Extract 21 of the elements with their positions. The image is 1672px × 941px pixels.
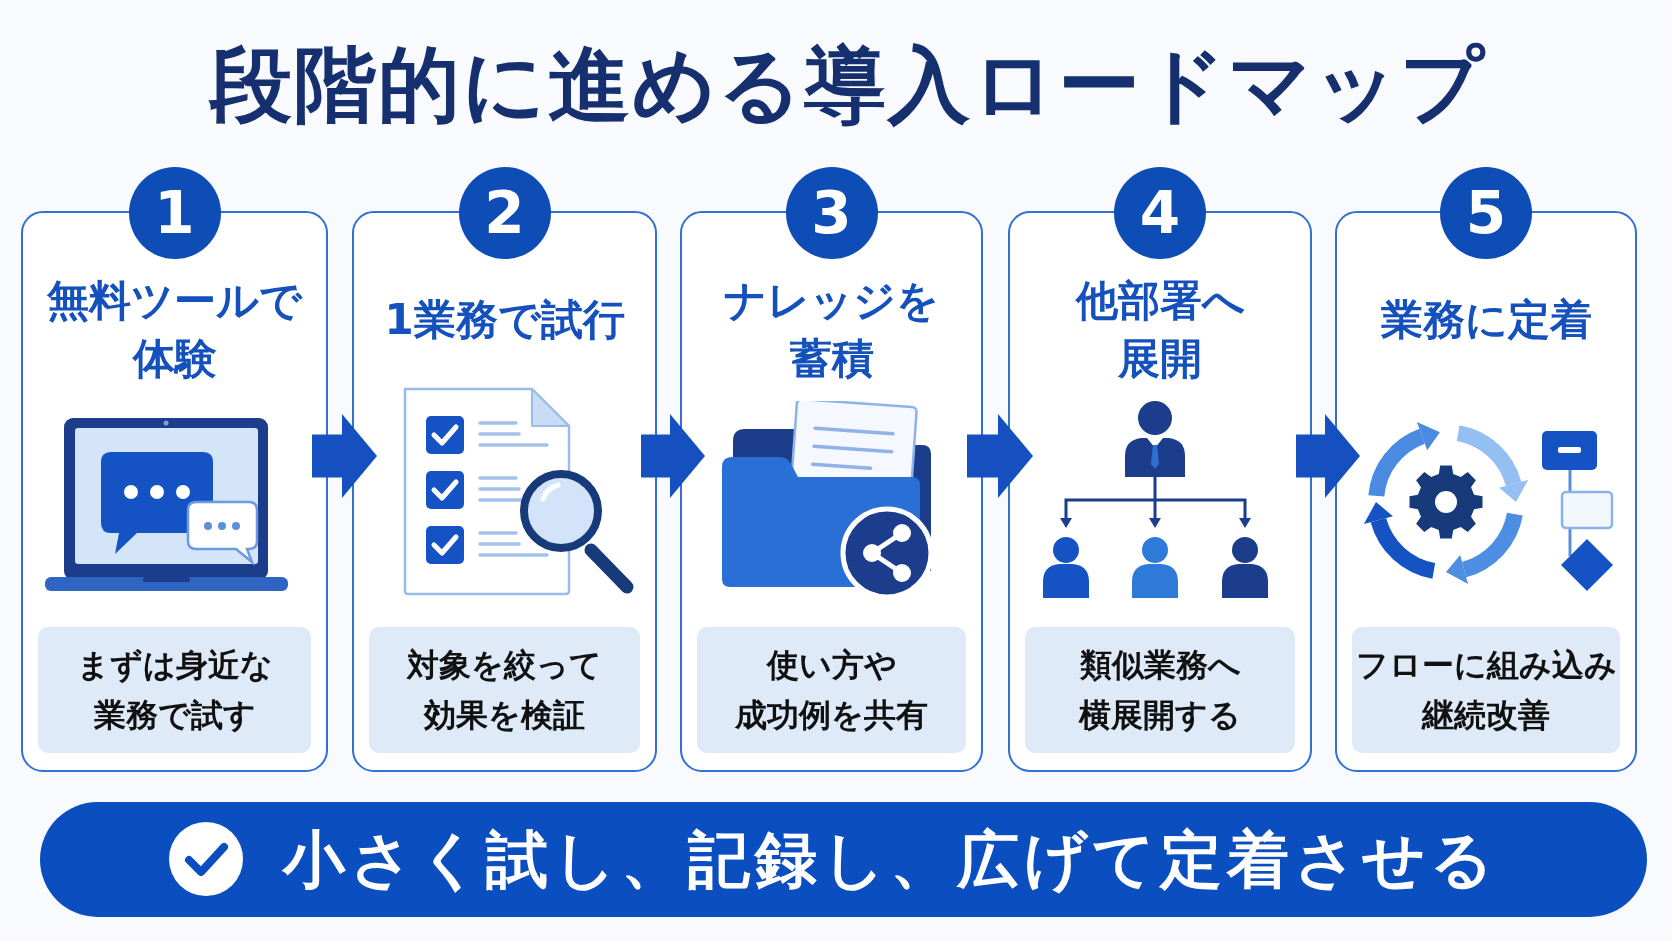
step-heading: 他部署へ展開	[1075, 275, 1245, 385]
arrow	[641, 414, 705, 498]
step-number-badge: 1	[128, 167, 221, 259]
description-box: 類似業務へ横展開する	[1025, 627, 1295, 753]
title: 段階的に進める導入ロードマップ	[210, 36, 1486, 134]
step-heading: ナレッジを蓄積	[724, 275, 939, 385]
step-heading: 無料ツールで体験	[47, 275, 302, 385]
arrow	[1296, 414, 1360, 498]
description-box: 使い方や成功例を共有	[697, 627, 966, 753]
arrow	[967, 414, 1033, 498]
description-box: まずは身近な業務で試す	[38, 627, 311, 753]
step-heading: 1業務で試行	[384, 294, 625, 346]
step-number-badge: 5	[1440, 167, 1532, 259]
step-number-badge: 3	[785, 167, 878, 259]
description-box: 対象を絞って効果を検証	[369, 627, 640, 753]
step-number-badge: 2	[458, 167, 551, 259]
description-box: フローに組み込み継続改善	[1352, 627, 1620, 753]
summary-text: 小さく試し、記録し、広げて定着させる	[283, 821, 1498, 898]
step-number-badge: 4	[1114, 167, 1206, 259]
arrow	[312, 414, 377, 498]
step-heading: 業務に定着	[1380, 294, 1592, 346]
